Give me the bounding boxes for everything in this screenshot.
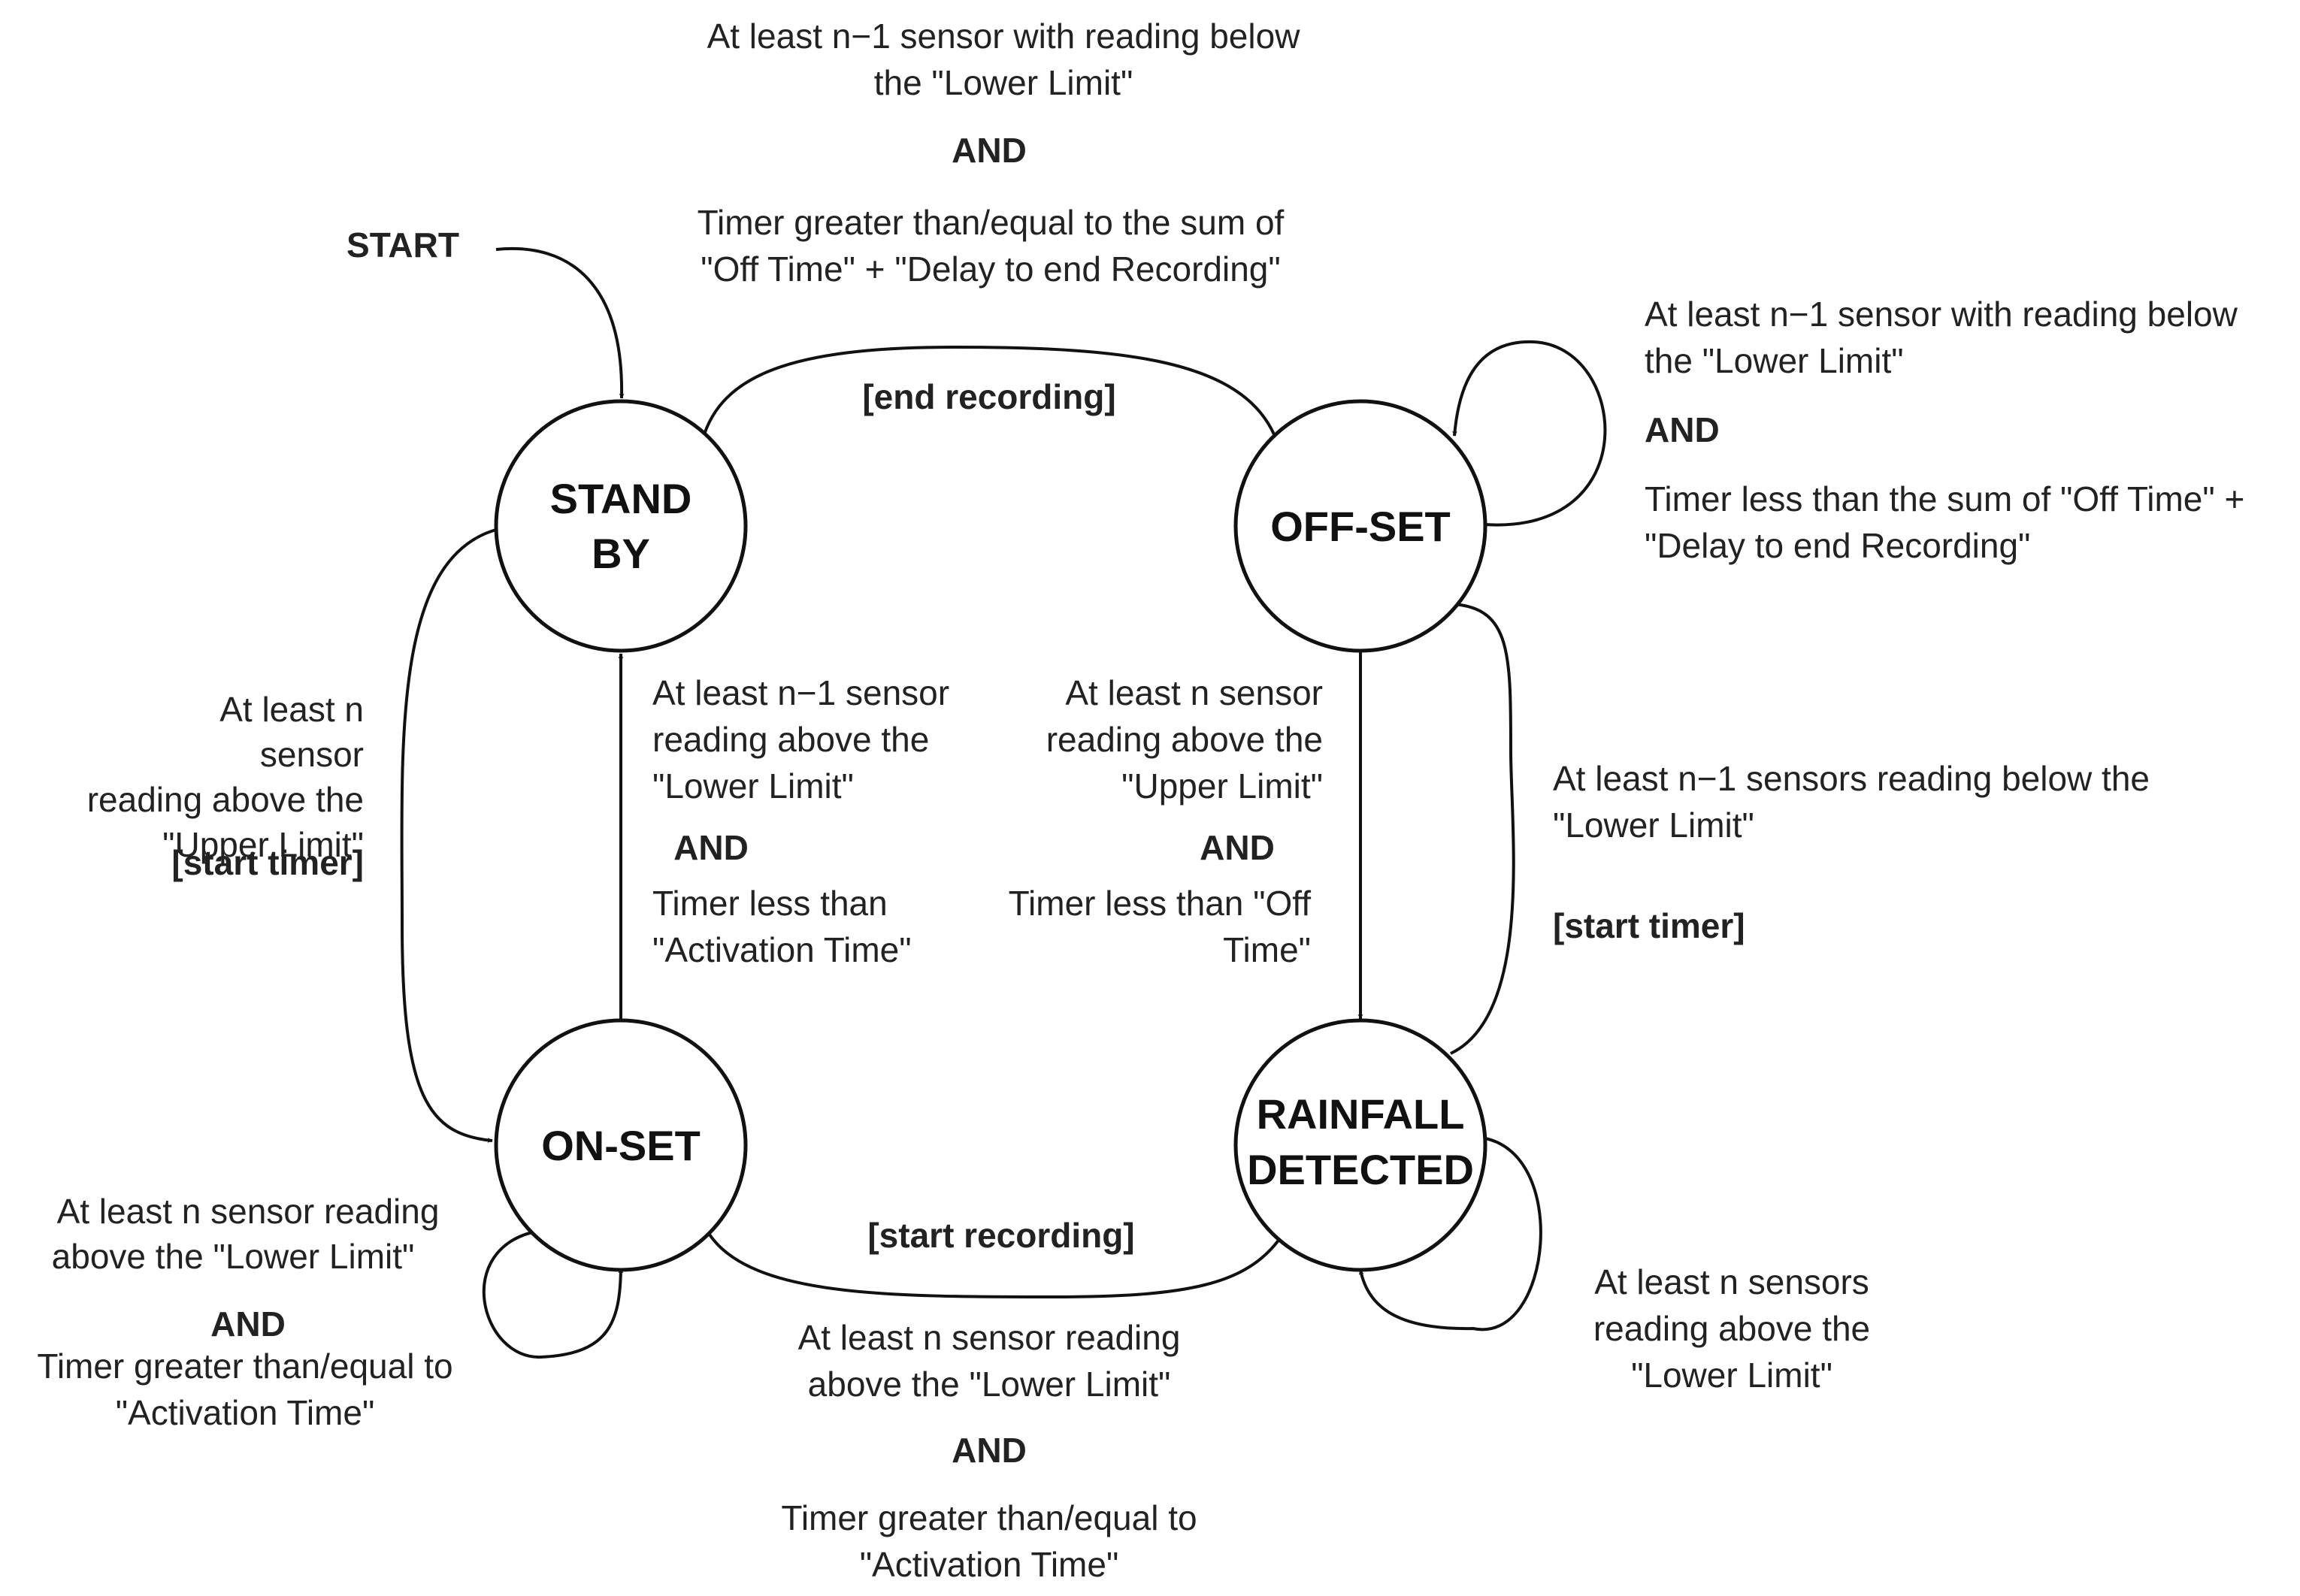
rainfall-self-line1: At least n sensors [1594, 1262, 1869, 1301]
label-offset-to-standby: At least n−1 sensor with reading below t… [698, 17, 1301, 416]
offset-self-and: AND [1645, 410, 1720, 449]
offset-to-standby-action: [end recording] [862, 377, 1115, 416]
onset-to-standby-and: AND [673, 828, 749, 867]
edge-rainfall-self-loop [1358, 1136, 1542, 1332]
offset-to-rainfall-line3: "Upper Limit" [1121, 766, 1323, 806]
rainfall-to-offset-action: [start timer] [1553, 906, 1745, 945]
start-label: START [347, 225, 459, 264]
standby-label-line1: STAND [550, 475, 692, 522]
edge-onset-to-rainfall [708, 1233, 1283, 1299]
onset-to-standby-line1: At least n−1 sensor [652, 673, 949, 712]
offset-to-standby-line1: At least n−1 sensor with reading below [707, 17, 1301, 56]
state-onset: ON-SET [494, 1018, 748, 1272]
onset-self-line2: above the "Lower Limit" [52, 1237, 415, 1276]
onset-to-standby-line2: reading above the [652, 720, 929, 759]
offset-to-rainfall-and: AND [1200, 828, 1275, 867]
rainfall-self-line2: reading above the [1593, 1309, 1870, 1348]
onset-to-standby-line5: "Activation Time" [652, 930, 912, 969]
edge-offset-self-loop [1452, 340, 1607, 527]
offset-to-standby-and: AND [952, 131, 1027, 170]
onset-self-and: AND [210, 1304, 286, 1344]
rainfall-label-line2: DETECTED [1247, 1146, 1474, 1193]
onset-to-standby-line4: Timer less than [652, 884, 888, 923]
standby-to-onset-line1: At least n [219, 690, 364, 729]
label-rainfall-self-loop: At least n sensors reading above the "Lo… [1593, 1262, 1870, 1395]
standby-to-onset-line2: sensor [260, 735, 364, 774]
offset-self-line2: the "Lower Limit" [1645, 341, 1904, 380]
standby-to-onset-line3: reading above the [87, 780, 364, 819]
offset-self-line1: At least n−1 sensor with reading below [1645, 295, 2238, 334]
onset-self-line1: At least n sensor reading [57, 1192, 440, 1231]
offset-to-rainfall-line1: At least n sensor [1065, 673, 1323, 712]
rainfall-to-offset-line2: "Lower Limit" [1553, 806, 1754, 845]
state-offset: OFF-SET [1233, 399, 1487, 653]
state-standby: STAND BY [494, 399, 748, 653]
edge-standby-to-onset [400, 528, 497, 1143]
label-offset-to-rainfall: At least n sensor reading above the "Upp… [1009, 673, 1323, 969]
onset-to-rainfall-line4: "Activation Time" [860, 1545, 1119, 1584]
state-rainfall-detected: RAINFALL DETECTED [1233, 1018, 1487, 1272]
label-onset-self-loop: At least n sensor reading above the "Low… [37, 1192, 452, 1432]
label-onset-to-standby: At least n−1 sensor reading above the "L… [652, 673, 949, 969]
label-offset-self-loop: At least n−1 sensor with reading below t… [1645, 295, 2244, 565]
rainfall-self-line3: "Lower Limit" [1631, 1356, 1832, 1395]
onset-to-rainfall-line2: above the "Lower Limit" [808, 1365, 1171, 1404]
onset-to-rainfall-action: [start recording] [867, 1216, 1134, 1255]
offset-to-standby-line4: "Off Time" + "Delay to end Recording" [701, 249, 1280, 289]
offset-to-standby-line2: the "Lower Limit" [874, 63, 1133, 102]
onset-to-rainfall-and: AND [952, 1431, 1027, 1470]
standby-to-onset-line4: "Upper Limit" [162, 825, 364, 864]
edge-start-to-standby [495, 246, 625, 399]
edge-offset-to-standby [701, 345, 1276, 440]
offset-to-rainfall-line5: Time" [1223, 930, 1311, 969]
edge-onset-self-loop [482, 1229, 624, 1359]
standby-label-line2: BY [592, 530, 650, 577]
offset-label: OFF-SET [1270, 503, 1451, 550]
onset-to-standby-line3: "Lower Limit" [652, 766, 854, 806]
onset-self-line3: Timer greater than/equal to [37, 1347, 452, 1386]
offset-self-line4: "Delay to end Recording" [1645, 526, 2030, 565]
rainfall-label-line1: RAINFALL [1257, 1090, 1465, 1138]
onset-self-line4: "Activation Time" [116, 1393, 375, 1432]
offset-to-rainfall-line2: reading above the [1046, 720, 1323, 759]
label-rainfall-to-offset: At least n−1 sensors reading below the "… [1553, 759, 2150, 945]
onset-to-rainfall-line1: At least n sensor reading [798, 1318, 1181, 1357]
label-standby-to-onset: At least n sensor reading above the "Upp… [87, 690, 364, 882]
onset-to-rainfall-line3: Timer greater than/equal to [781, 1498, 1197, 1537]
rainfall-to-offset-line1: At least n−1 sensors reading below the [1553, 759, 2150, 798]
offset-self-line3: Timer less than the sum of "Off Time" + [1645, 479, 2244, 518]
standby-to-onset-action: [start timer] [171, 843, 364, 882]
offset-to-rainfall-line4: Timer less than "Off [1009, 884, 1312, 923]
offset-to-standby-line3: Timer greater than/equal to the sum of [698, 203, 1285, 242]
onset-label: ON-SET [541, 1122, 701, 1169]
edge-rainfall-to-offset [1450, 602, 1515, 1055]
label-onset-to-rainfall: [start recording] At least n sensor read… [781, 1216, 1197, 1584]
